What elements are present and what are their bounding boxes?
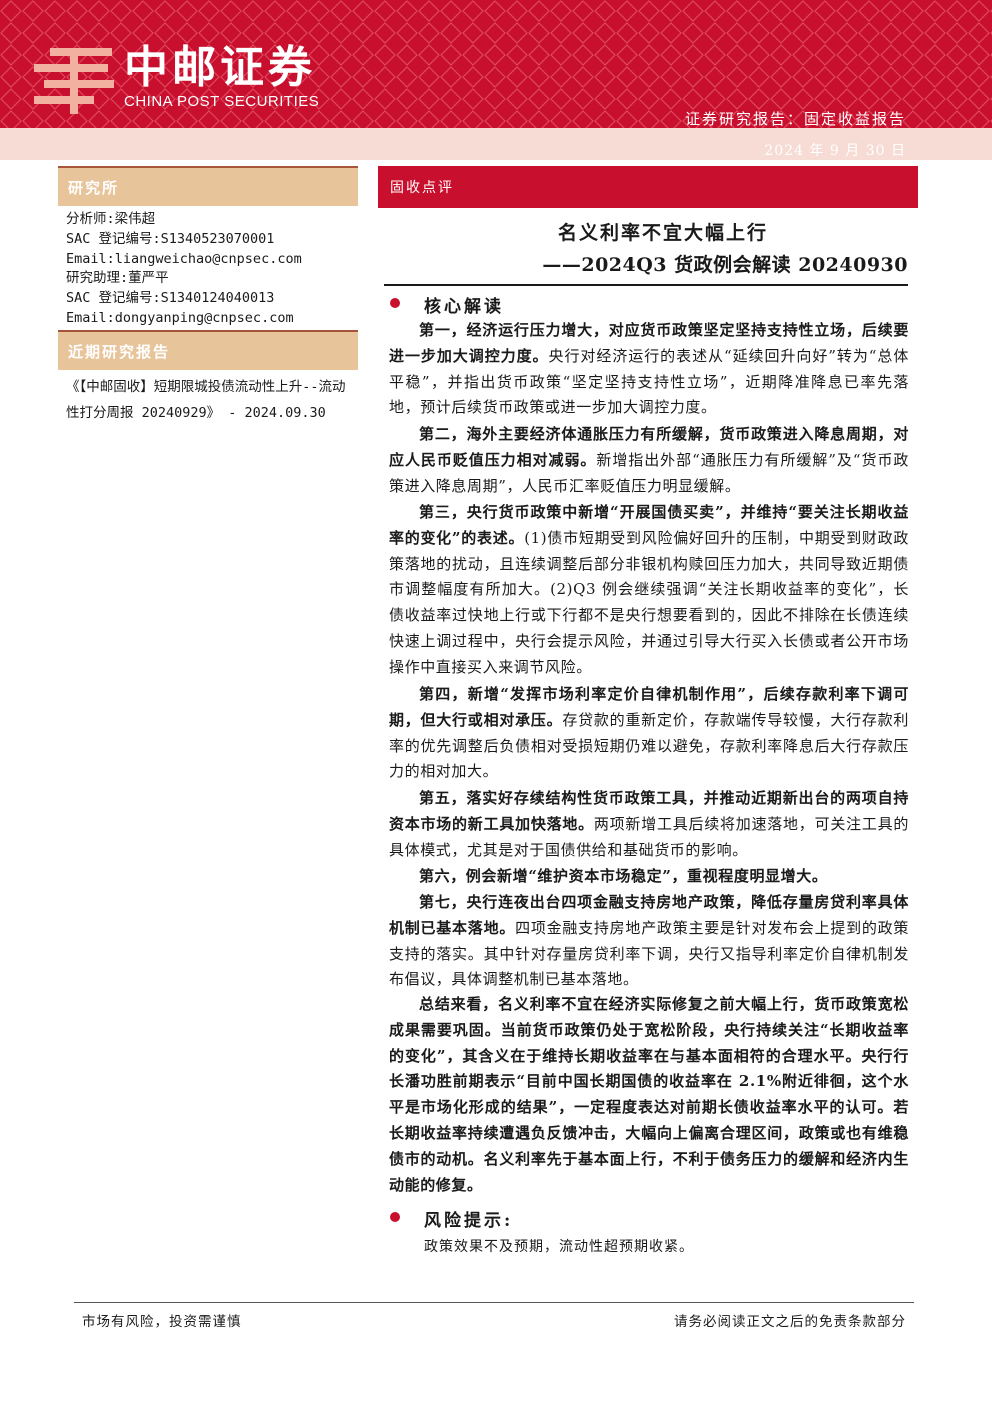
report-subtitle: ——2024Q3 货政例会解读 20240930 (542, 254, 908, 276)
paragraph-2-lead: 第二，海外主要经济体通胀压力有所缓解，货币政策进入降息周期，对应人民币贬值压力相… (389, 425, 909, 469)
recent-report-link[interactable]: 《【中邮固收】短期限城投债流动性上升--流动性打分周报 20240929》 - … (66, 379, 346, 421)
analyst-info: 分析师:梁伟超 SAC 登记编号:S1340523070001 Email:li… (66, 210, 302, 329)
risk-text: 政策效果不及预期，流动性超预期收紧。 (424, 1239, 694, 1255)
assistant-name: 研究助理:董严平 (66, 270, 169, 287)
paragraph-3-lead: 第三，央行货币政策中新增“开展国债买卖”，并维持“要关注长期收益率的变化”的表述… (389, 503, 909, 547)
paragraph-7-body: 四项金融支持房地产政策主要是针对发布会上提到的政策支持的落实。其中针对存量房贷利… (389, 918, 909, 989)
paragraph-5: 第五，落实好存续结构性货币政策工具，并推动近期新出台的两项自持资本市场的新工具加… (389, 786, 909, 863)
paragraph-5-lead: 第五，落实好存续结构性货币政策工具，并推动近期新出台的两项自持资本市场的新工具加… (389, 789, 909, 833)
paragraph-summary: 总结来看，名义利率不宜在经济实际修复之前大幅上行，货币政策宽松成果需要巩固。当前… (389, 992, 909, 1198)
core-heading: 核心解读 (424, 297, 504, 317)
paragraph-1-lead: 第一，经济运行压力增大，对应货币政策坚定坚持支持性立场，后续要进一步加大调控力度… (389, 321, 909, 365)
assistant-email: Email:dongyanping@cnpsec.com (66, 309, 294, 326)
analyst-email: Email:liangweichao@cnpsec.com (66, 250, 302, 267)
paragraph-2: 第二，海外主要经济体通胀压力有所缓解，货币政策进入降息周期，对应人民币贬值压力相… (389, 422, 909, 499)
paragraph-4-body: 存贷款的重新定价，存款端传导较慢，大行存款利率的优先调整后负债相对受损短期仍难以… (389, 710, 909, 781)
brand-name-cn: 中邮证券 (124, 42, 316, 93)
institute-header: 研究所 (58, 166, 358, 206)
core-bullet-icon (390, 298, 400, 308)
category-bar: 固收点评 (378, 166, 918, 208)
paragraph-5-body: 两项新增工具后续将加速落地，可关注工具的具体模式，尤其是对于国债供给和基础货币的… (389, 814, 909, 859)
report-title: 名义利率不宜大幅上行 (557, 222, 768, 244)
paragraph-7: 第七，央行连夜出台四项金融支持房地产政策，降低存量房贷利率具体机制已基本落地。四… (389, 890, 909, 993)
title-divider (384, 284, 908, 286)
footer-divider (74, 1302, 914, 1303)
risk-heading: 风险提示: (424, 1211, 514, 1231)
paragraph-1-body: 央行对经济运行的表述从“延续回升向好”转为“总体平稳”，并指出货币政策“坚定坚持… (389, 346, 909, 417)
paragraph-4-lead: 第四，新增“发挥市场利率定价自律机制作用”，后续存款利率下调可期，但大行或相对承… (389, 685, 909, 729)
paragraph-7-lead: 第七，央行连夜出台四项金融支持房地产政策，降低存量房贷利率具体机制已基本落地。 (389, 893, 909, 937)
china-post-logo-icon (34, 48, 114, 114)
paragraph-summary-lead: 总结来看，名义利率不宜在经济实际修复之前大幅上行，货币政策宽松成果需要巩固。当前… (389, 995, 909, 1194)
paragraph-3: 第三，央行货币政策中新增“开展国债买卖”，并维持“要关注长期收益率的变化”的表述… (389, 500, 909, 681)
risk-bullet-icon (390, 1212, 400, 1222)
recent-reports-title: 近期研究报告 (68, 343, 171, 361)
recent-reports-header: 近期研究报告 (58, 330, 358, 370)
footer-risk-note: 市场有风险，投资需谨慎 (82, 1314, 242, 1330)
footer-disclaimer: 请务必阅读正文之后的免责条款部分 (674, 1314, 906, 1330)
paragraph-1: 第一，经济运行压力增大，对应货币政策坚定坚持支持性立场，后续要进一步加大调控力度… (389, 318, 909, 421)
paragraph-3-body: (1)债市短期受到风险偏好回升的压制，中期受到财政政策落地的扰动，且连续调整后部… (389, 528, 909, 676)
paragraph-6-lead: 第六，例会新增“维护资本市场稳定”，重视程度明显增大。 (419, 867, 828, 885)
header-band (0, 128, 992, 160)
category-label: 固收点评 (390, 180, 454, 196)
brand-name-en: CHINA POST SECURITIES (124, 93, 320, 110)
assistant-sac: SAC 登记编号:S1340124040013 (66, 290, 275, 307)
analyst-sac: SAC 登记编号:S1340523070001 (66, 230, 275, 247)
paragraph-4: 第四，新增“发挥市场利率定价自律机制作用”，后续存款利率下调可期，但大行或相对承… (389, 682, 909, 785)
header-diamond-pattern (0, 0, 992, 132)
institute-title: 研究所 (68, 179, 120, 197)
paragraph-2-body: 新增指出外部“通胀压力有所缓解”及“货币政策进入降息周期”，人民币汇率贬值压力明… (389, 450, 909, 495)
report-type: 证券研究报告：固定收益报告 (684, 110, 906, 128)
analyst-name: 分析师:梁伟超 (66, 211, 156, 227)
report-date: 2024 年 9 月 30 日 (764, 143, 906, 159)
page-header: 中邮证券 CHINA POST SECURITIES 证券研究报告：固定收益报告… (0, 0, 992, 160)
paragraph-6: 第六，例会新增“维护资本市场稳定”，重视程度明显增大。 (389, 864, 909, 890)
